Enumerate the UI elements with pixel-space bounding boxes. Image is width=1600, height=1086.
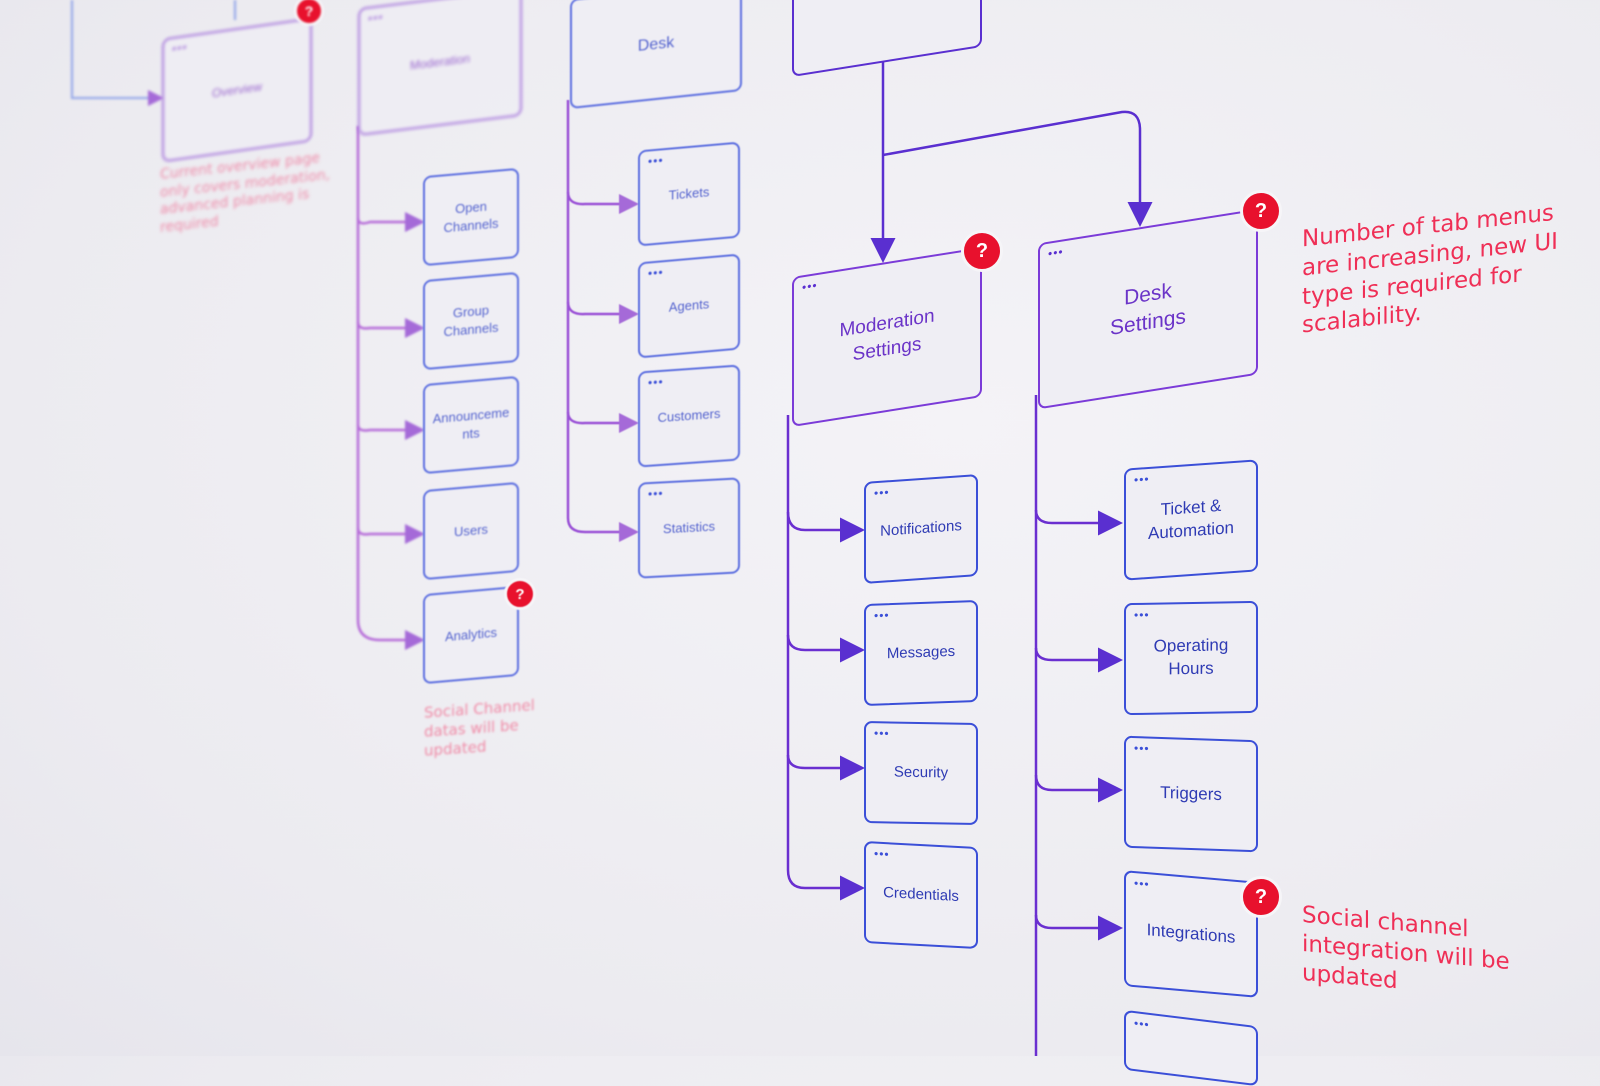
item-label: Tickets: [668, 184, 710, 203]
window-dots-icon: •••: [172, 39, 188, 57]
window-dots-icon: •••: [874, 485, 890, 501]
item-label: Notifications: [880, 517, 962, 540]
window-dots-icon: •••: [1134, 607, 1150, 622]
window-dots-icon: •••: [648, 486, 664, 502]
window-dots-icon: •••: [1134, 471, 1150, 487]
desk-item-agents[interactable]: ••• Agents: [638, 253, 740, 359]
desk-box[interactable]: Desk: [570, 0, 742, 110]
window-dots-icon: •••: [368, 9, 384, 26]
item-label: Analytics: [444, 624, 498, 645]
desk-item-customers[interactable]: ••• Customers: [638, 364, 740, 468]
ds-item-ticket-automation[interactable]: ••• Ticket & Automation: [1124, 459, 1258, 581]
sitemap-wall: ••• Overview ? Current overview page onl…: [71, 0, 1558, 1086]
ds-item-operating-hours[interactable]: ••• Operating Hours: [1124, 600, 1258, 716]
window-dots-icon: •••: [648, 374, 664, 390]
desk-settings-box[interactable]: ••• Desk Settings: [1038, 208, 1258, 410]
overview-title: Overview: [211, 79, 262, 101]
moderation-note: Social Channel datas will be updated: [424, 696, 535, 760]
question-badge-icon: ?: [1240, 876, 1282, 918]
ms-item-security[interactable]: ••• Security: [864, 721, 978, 825]
moderation-item-open-channels[interactable]: Open Channels: [423, 167, 519, 267]
item-label: Security: [893, 763, 949, 782]
window-dots-icon: •••: [874, 726, 890, 741]
question-badge-icon: ?: [961, 230, 1003, 272]
ms-item-messages[interactable]: ••• Messages: [864, 600, 978, 706]
item-label: Triggers: [1160, 782, 1222, 804]
moderation-settings-title: Moderation Settings: [839, 305, 935, 366]
item-label: Ticket & Automation: [1148, 495, 1234, 544]
item-label: Operating Hours: [1153, 635, 1229, 679]
window-dots-icon: •••: [648, 153, 664, 169]
ds-item-triggers[interactable]: ••• Triggers: [1124, 735, 1258, 853]
overview-box[interactable]: ••• Overview: [162, 17, 312, 163]
social-channel-note: Social channel integration will be updat…: [1302, 901, 1510, 994]
item-label: Group Channels: [443, 302, 499, 340]
moderation-item-announcements[interactable]: Announceme nts: [423, 375, 519, 475]
window-dots-icon: •••: [1134, 1016, 1150, 1032]
window-dots-icon: •••: [1134, 741, 1150, 756]
item-label: Integrations: [1146, 919, 1236, 947]
moderation-item-users[interactable]: Users: [423, 481, 519, 581]
moderation-settings-box[interactable]: ••• Moderation Settings: [792, 246, 982, 428]
window-dots-icon: •••: [802, 277, 818, 295]
window-dots-icon: •••: [1048, 244, 1064, 261]
ms-item-credentials[interactable]: ••• Credentials: [864, 841, 978, 949]
connector-lines: [71, 0, 1153, 1056]
item-label: Customers: [657, 406, 721, 426]
moderation-box[interactable]: ••• Moderation: [358, 0, 522, 137]
item-label: Credentials: [883, 883, 959, 905]
item-label: Announceme nts: [432, 405, 510, 442]
desk-settings-title: Desk Settings: [1110, 278, 1186, 341]
desk-item-statistics[interactable]: ••• Statistics: [638, 477, 740, 579]
ms-item-notifications[interactable]: ••• Notifications: [864, 474, 978, 584]
window-dots-icon: •••: [648, 265, 664, 281]
window-dots-icon: •••: [874, 608, 890, 623]
question-badge-icon: ?: [294, 0, 324, 26]
desk-item-tickets[interactable]: ••• Tickets: [638, 141, 740, 247]
question-badge-icon: ?: [1240, 190, 1282, 232]
item-label: Open Channels: [443, 199, 499, 236]
desk-title: Desk: [637, 34, 675, 56]
moderation-title: Moderation: [409, 51, 471, 73]
question-badge-icon: ?: [504, 578, 536, 610]
moderation-item-group-channels[interactable]: Group Channels: [423, 271, 519, 371]
window-dots-icon: •••: [1134, 876, 1150, 892]
window-dots-icon: •••: [874, 846, 890, 862]
item-label: Statistics: [662, 518, 715, 537]
item-label: Agents: [668, 296, 710, 315]
item-label: Users: [454, 521, 488, 540]
ds-item-integrations[interactable]: ••• Integrations: [1124, 870, 1258, 998]
item-label: Messages: [886, 642, 956, 663]
